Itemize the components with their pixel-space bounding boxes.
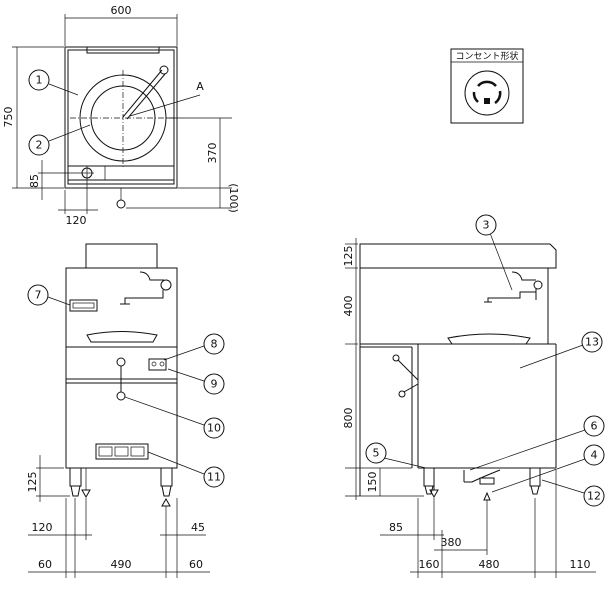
callout-13: 13 (581, 331, 603, 353)
side-view: 125 400 800 150 85 380 160 480 110 3 13 (342, 214, 605, 578)
front-view: 125 120 45 60 490 60 7 8 9 (26, 243, 225, 578)
callout-8: 8 (203, 333, 225, 355)
dim-85-side: 85 (389, 521, 403, 534)
callout-2: 2 (28, 134, 50, 156)
callout-label-6: 6 (591, 420, 598, 433)
marker-a: A (196, 80, 204, 93)
dim-120-front: 120 (32, 521, 53, 534)
callout-label-11: 11 (207, 471, 221, 484)
dim-125-front: 125 (26, 472, 39, 493)
dim-380: 380 (441, 536, 462, 549)
dim-100: (100) (227, 183, 240, 213)
callout-11: 11 (203, 466, 225, 488)
dim-width-600: 600 (111, 4, 132, 17)
callout-label-4: 4 (591, 449, 598, 462)
dim-60-left: 60 (38, 558, 52, 571)
callout-4: 4 (583, 444, 605, 466)
callout-label-5: 5 (373, 447, 380, 460)
callout-6: 6 (583, 415, 605, 437)
callout-label-10: 10 (207, 422, 221, 435)
callout-label-9: 9 (211, 378, 218, 391)
callout-3: 3 (475, 214, 497, 236)
dim-85: 85 (28, 174, 41, 188)
dim-160: 160 (419, 558, 440, 571)
callout-9: 9 (203, 373, 225, 395)
callout-12: 12 (583, 485, 605, 507)
dim-400: 400 (342, 296, 355, 317)
callout-label-12: 12 (587, 490, 601, 503)
dim-45: 45 (191, 521, 205, 534)
top-view: 600 750 85 (2, 4, 240, 227)
callout-5: 5 (365, 442, 387, 464)
callout-10: 10 (203, 417, 225, 439)
callout-7: 7 (27, 284, 49, 306)
callout-label-8: 8 (211, 338, 218, 351)
callout-1: 1 (28, 69, 50, 91)
callout-label-2: 2 (36, 139, 43, 152)
dim-120-top: 120 (66, 214, 87, 227)
callout-label-3: 3 (483, 219, 490, 232)
dim-490: 490 (111, 558, 132, 571)
dim-480: 480 (479, 558, 500, 571)
dim-370: 370 (206, 143, 219, 164)
dim-110: 110 (570, 558, 591, 571)
outlet-title: コンセント形状 (455, 50, 518, 62)
dim-60-right: 60 (189, 558, 203, 571)
dim-150: 150 (366, 472, 379, 493)
dim-800: 800 (342, 408, 355, 429)
dim-125-side: 125 (342, 246, 355, 267)
callout-label-1: 1 (36, 74, 43, 87)
callout-label-13: 13 (585, 336, 599, 349)
dim-depth-750: 750 (2, 107, 15, 128)
outlet-shape: コンセント形状 (450, 48, 524, 124)
callout-label-7: 7 (35, 289, 42, 302)
